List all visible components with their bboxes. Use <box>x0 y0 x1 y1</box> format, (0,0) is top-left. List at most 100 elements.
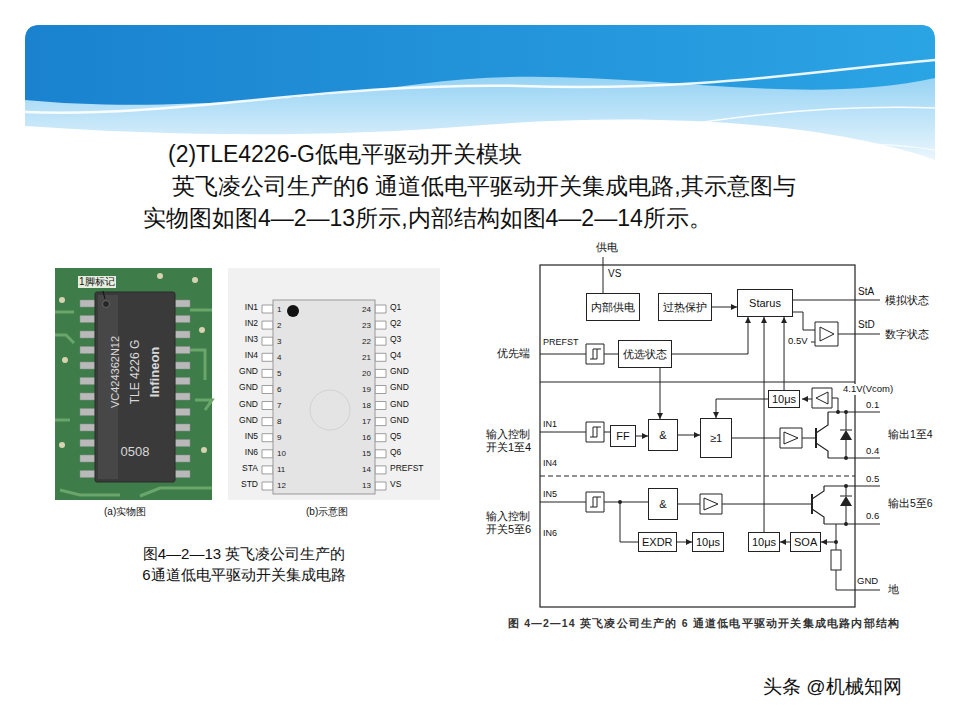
chip-pin <box>80 300 95 478</box>
block-label: ≥1 <box>710 433 722 444</box>
header-swoosh <box>650 143 935 160</box>
and-gate: & <box>648 419 678 451</box>
signal-name: 数字状态 <box>885 328 929 341</box>
wire-arrow <box>660 368 661 419</box>
transistor-base <box>812 428 816 514</box>
signal-connector <box>716 399 768 418</box>
header-swoosh <box>25 60 935 113</box>
pin-name: StD <box>858 319 875 331</box>
pin-name: GND <box>390 383 409 393</box>
pin-number: 4 <box>277 352 291 363</box>
junction-dot <box>618 410 848 544</box>
pin-number: 14 <box>357 464 371 475</box>
chip-outline <box>273 300 375 494</box>
pin-name: IN4 <box>228 351 258 361</box>
pin-number: 20 <box>357 368 371 379</box>
voltage-label: 4.1V(Vcom) <box>842 384 894 395</box>
signal-connector <box>672 317 748 354</box>
wire <box>540 257 880 590</box>
chip-pin <box>175 300 190 478</box>
chip-marking: 0508 <box>105 444 165 459</box>
pin-number: 9 <box>277 432 291 443</box>
and-gate: & <box>648 488 678 520</box>
watermark: 头条 @机械知网 <box>763 676 902 698</box>
pin-number: 2 <box>277 320 291 331</box>
signal-connector <box>784 317 785 390</box>
block-label: & <box>659 430 666 441</box>
priority-status-block: 优选状态 <box>618 340 672 368</box>
pin-name: Q3 <box>390 335 401 345</box>
pin-name: Q4 <box>390 351 401 361</box>
section-divider <box>540 382 855 383</box>
chip-marking: VC424362N12 <box>107 297 123 447</box>
pin-name: STA <box>228 464 258 474</box>
pin-name: GND <box>228 416 258 426</box>
pin-name: GND <box>857 576 878 587</box>
soa-block: SOA <box>790 532 821 552</box>
driver-block: EXDR <box>638 532 677 552</box>
signal-name: 输入控制 开关5至6 <box>486 510 538 535</box>
figure-caption: 图4—2—13 英飞凌公司生产的 6通道低电平驱动开关集成电路 <box>113 543 375 585</box>
pin-name: VS <box>390 480 401 490</box>
figure-label: (a)实物图 <box>104 506 146 518</box>
figure-label: (b)示意图 <box>306 506 348 518</box>
pin-name: STD <box>228 480 258 490</box>
header-band-light <box>25 25 935 160</box>
signal-connector <box>636 436 648 437</box>
callout-label: 1脚标记 <box>78 276 116 288</box>
pin-name: GND <box>228 383 258 393</box>
pin-number: 11 <box>277 464 291 475</box>
pin-name: IN1 <box>543 419 557 429</box>
pin-name: IN5 <box>228 432 258 442</box>
pin-name: Q5 <box>390 432 401 442</box>
header-band <box>25 25 935 105</box>
pin-number: 13 <box>357 480 371 491</box>
signal-connector <box>712 307 737 308</box>
pin-name: GND <box>390 367 409 377</box>
signal-connector <box>677 542 692 543</box>
slide-title: (2)TLE4226-G低电平驱动开关模块 <box>168 141 522 167</box>
delay-block: 10μs <box>748 532 780 552</box>
symbol-box <box>586 322 838 514</box>
signal-name: 输出5至6 <box>888 497 933 509</box>
diode-symbol <box>840 430 852 506</box>
signal-name: 优先端 <box>497 347 530 360</box>
pin-number: 1 <box>277 304 291 315</box>
signal-name: 地 <box>888 583 899 596</box>
block-label: 10μs <box>752 537 776 548</box>
pin-one-dot <box>287 305 299 317</box>
delay-block: 10μs <box>768 390 800 408</box>
pin-number: 23 <box>357 320 371 331</box>
block-label: 10μs <box>772 394 796 405</box>
signal-name: 输入控制 开关1至4 <box>486 428 538 453</box>
pin-name: IN4 <box>543 458 557 468</box>
chip-marking: TLE 4226 G <box>127 297 143 447</box>
body-text: 英飞凌公司生产的6 通道低电平驱动开关集成电路,其示意图与实物图如图4—2—13… <box>143 170 811 234</box>
overheat-protection-block: 过热保护 <box>658 293 712 321</box>
pin-name: PREFST <box>390 464 424 474</box>
pin-name: Q6 <box>390 448 401 458</box>
pcb-photo <box>55 268 212 500</box>
pin-number: 18 <box>357 400 371 411</box>
pin-name: StA <box>858 286 874 298</box>
delay-block: 10μs <box>692 532 724 552</box>
signal-connector <box>780 542 790 543</box>
block-label: & <box>659 499 666 510</box>
pin-number: 10 <box>277 448 291 459</box>
pin-number: 0.1 <box>866 400 879 411</box>
section-divider <box>540 476 855 477</box>
pin-number: 21 <box>357 352 371 363</box>
block-label: 过热保护 <box>663 302 707 313</box>
pin-name: IN3 <box>228 335 258 345</box>
pin-name: Q2 <box>390 319 401 329</box>
block-label: Starus <box>749 298 781 309</box>
pin-number: 19 <box>357 384 371 395</box>
voltage-label: 0.5V <box>788 336 808 347</box>
pin <box>375 305 386 490</box>
schmitt-symbol <box>590 349 601 507</box>
block-label: 10μs <box>696 537 720 548</box>
pin-name: GND <box>228 367 258 377</box>
signal-name: VS <box>608 268 621 280</box>
